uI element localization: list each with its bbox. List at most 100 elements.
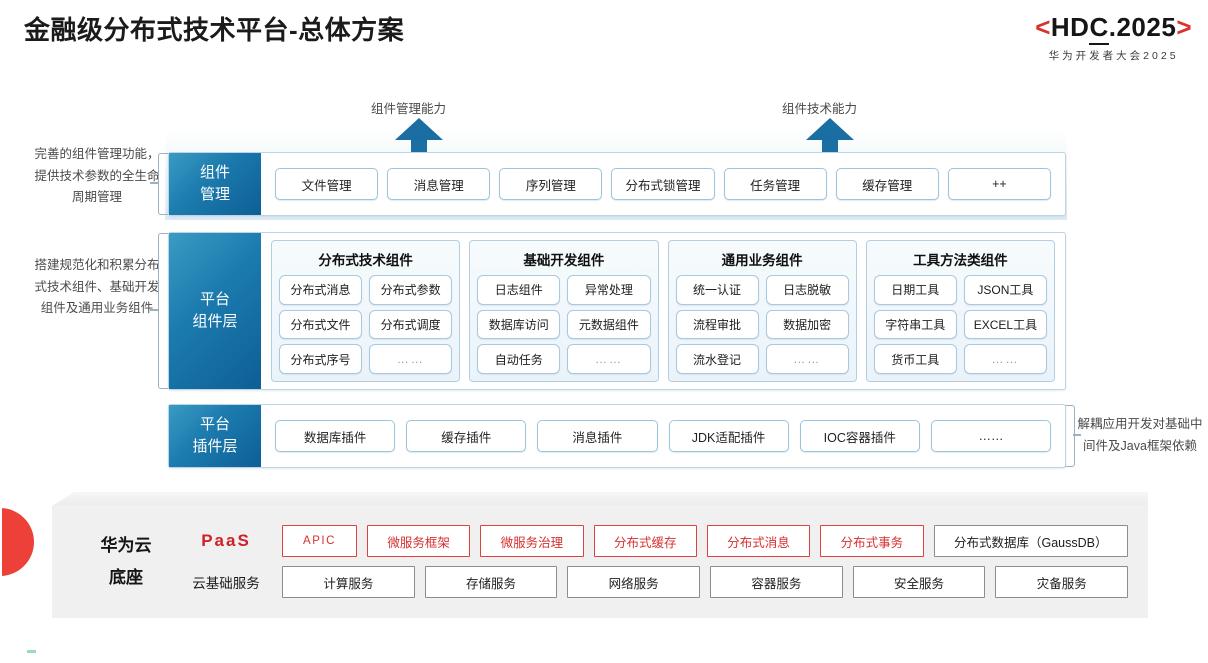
cell-currency-tool[interactable]: 货币工具 — [873, 344, 957, 374]
layer-label-line2: 插件层 — [192, 438, 238, 455]
base-chip-compute-service[interactable]: 计算服务 — [282, 566, 415, 598]
cell-more-2[interactable]: …… — [567, 344, 651, 374]
hdc-logo-subtitle: 华为开发者大会2025 — [1048, 50, 1179, 62]
base-title-line2: 底座 — [109, 567, 143, 587]
chip-message-management[interactable]: 消息管理 — [387, 168, 491, 200]
page-title: 金融级分布式技术平台-总体方案 — [24, 15, 405, 45]
cell-log-component[interactable]: 日志组件 — [477, 275, 561, 305]
chip-database-plugin[interactable]: 数据库插件 — [275, 420, 396, 452]
base-chip-network-service[interactable]: 网络服务 — [567, 566, 701, 598]
layer-items-platform-plugin: 数据库插件 缓存插件 消息插件 JDK适配插件 IOC容器插件 …… — [261, 405, 1065, 467]
base-chip-distributed-transaction[interactable]: 分布式事务 — [820, 525, 924, 557]
cell-more-3[interactable]: …… — [765, 344, 849, 374]
cell-database-access[interactable]: 数据库访问 — [477, 309, 561, 340]
base-row-paas: PaaS APIC 微服务框架 微服务治理 分布式缓存 分布式消息 分布式事务 … — [180, 525, 1128, 557]
group-distributed-tech-components: 分布式技术组件 分布式消息 分布式参数 分布式文件 分布式调度 分布式序号 …… — [271, 240, 461, 382]
layer-component-management: 组件 管理 文件管理 消息管理 序列管理 分布式锁管理 任务管理 缓存管理 ++ — [168, 152, 1066, 216]
layer-label-line1: 平台 — [199, 291, 230, 309]
group-grid: 日期工具 JSON工具 字符串工具 EXCEL工具 货币工具 …… — [873, 275, 1047, 374]
base-panel-content: 华为云 底座 PaaS APIC 微服务框架 微服务治理 分布式缓存 分布式消息… — [52, 505, 1148, 618]
group-common-business-components: 通用业务组件 统一认证 日志脱敏 流程审批 数据加密 流水登记 …… — [667, 240, 857, 382]
base-chip-security-service[interactable]: 安全服务 — [852, 566, 986, 598]
base-chip-storage-service[interactable]: 存储服务 — [424, 566, 558, 598]
hdc-logo: <HDC.2025> 华为开发者大会2025 — [1035, 12, 1192, 63]
cell-excel-tool[interactable]: EXCEL工具 — [963, 309, 1047, 340]
base-chip-distributed-database[interactable]: 分布式数据库（GaussDB） — [933, 525, 1128, 557]
logo-text-year: .2025 — [1108, 12, 1177, 42]
layer-groups-platform-component: 分布式技术组件 分布式消息 分布式参数 分布式文件 分布式调度 分布式序号 ……… — [261, 233, 1065, 389]
cell-more-1[interactable]: …… — [369, 344, 453, 374]
base-title-line1: 华为云 — [100, 536, 152, 556]
chip-add-more[interactable]: ++ — [947, 168, 1051, 200]
bracket-nub-management — [150, 182, 158, 184]
group-grid: 分布式消息 分布式参数 分布式文件 分布式调度 分布式序号 …… — [279, 275, 453, 374]
base-panel — [52, 505, 1148, 618]
layer-label-line1: 平台 — [199, 416, 230, 434]
chip-sequence-management[interactable]: 序列管理 — [499, 168, 603, 200]
base-chip-microservice-framework[interactable]: 微服务框架 — [366, 525, 471, 557]
chip-more-plugins[interactable]: …… — [930, 420, 1052, 452]
cell-exception-handling[interactable]: 异常处理 — [567, 275, 651, 305]
callout-label-component-management: 组件管理能力 — [371, 102, 447, 116]
cell-log-desensitization[interactable]: 日志脱敏 — [765, 275, 849, 305]
cell-distributed-message[interactable]: 分布式消息 — [279, 275, 363, 305]
cell-transaction-record[interactable]: 流水登记 — [675, 344, 759, 374]
chip-jdk-adapter-plugin[interactable]: JDK适配插件 — [668, 420, 789, 452]
right-arc-mask — [1170, 180, 1208, 286]
base-chip-distributed-message[interactable]: 分布式消息 — [706, 525, 811, 557]
cell-distributed-sequence[interactable]: 分布式序号 — [279, 344, 363, 374]
cell-distributed-parameter[interactable]: 分布式参数 — [369, 275, 453, 305]
base-rows: PaaS APIC 微服务框架 微服务治理 分布式缓存 分布式消息 分布式事务 … — [180, 525, 1129, 598]
bracket-plugin — [1065, 405, 1075, 467]
cell-distributed-schedule[interactable]: 分布式调度 — [369, 309, 453, 340]
layer-label-component-management: 组件 管理 — [169, 153, 261, 215]
chip-task-management[interactable]: 任务管理 — [723, 168, 827, 200]
chip-cache-management[interactable]: 缓存管理 — [835, 168, 939, 200]
layer-platform-plugin: 平台 插件层 数据库插件 缓存插件 消息插件 JDK适配插件 IOC容器插件 …… — [168, 404, 1066, 468]
cell-unified-authentication[interactable]: 统一认证 — [675, 275, 759, 305]
base-row-label-infrastructure: 云基础服务 — [192, 576, 260, 591]
cell-data-encryption[interactable]: 数据加密 — [765, 309, 849, 340]
layer-label-platform-plugin: 平台 插件层 — [169, 405, 261, 467]
logo-text-hd: HD — [1050, 12, 1090, 42]
base-row-infrastructure: 云基础服务 计算服务 存储服务 网络服务 容器服务 安全服务 灾备服务 — [180, 566, 1129, 598]
group-title: 基础开发组件 — [523, 253, 605, 268]
base-chip-distributed-cache[interactable]: 分布式缓存 — [593, 525, 697, 557]
base-chip-disaster-recovery-service[interactable]: 灾备服务 — [995, 566, 1129, 598]
logo-bracket-right-icon: > — [1176, 12, 1192, 42]
chip-file-management[interactable]: 文件管理 — [275, 168, 379, 200]
bracket-management — [158, 153, 168, 215]
layer-platform-component: 平台 组件层 分布式技术组件 分布式消息 分布式参数 分布式文件 分布式调度 分… — [168, 232, 1066, 390]
left-red-wedge-mask — [0, 500, 2, 586]
cell-date-tool[interactable]: 日期工具 — [873, 275, 957, 305]
note-plugin-layer: 解耦应用开发对基础中间件及Java框架依赖 — [1077, 417, 1203, 453]
note-component-management: 完善的组件管理功能，提供技术参数的全生命周期管理 — [34, 147, 160, 204]
bracket-component — [158, 233, 168, 389]
cell-metadata-component[interactable]: 元数据组件 — [567, 309, 651, 340]
bracket-nub-component — [150, 309, 158, 311]
chip-distributed-lock-management[interactable]: 分布式锁管理 — [611, 168, 715, 200]
base-chip-container-service[interactable]: 容器服务 — [710, 566, 843, 598]
group-basic-development-components: 基础开发组件 日志组件 异常处理 数据库访问 元数据组件 自动任务 …… — [469, 240, 659, 382]
cell-distributed-file[interactable]: 分布式文件 — [279, 309, 363, 340]
cell-automated-task[interactable]: 自动任务 — [477, 344, 561, 374]
chip-cache-plugin[interactable]: 缓存插件 — [406, 420, 527, 452]
group-title: 工具方法类组件 — [913, 253, 1008, 268]
chip-message-plugin[interactable]: 消息插件 — [537, 420, 658, 452]
cell-string-tool[interactable]: 字符串工具 — [873, 309, 957, 340]
layer-label-platform-component: 平台 组件层 — [169, 233, 261, 389]
cell-json-tool[interactable]: JSON工具 — [963, 275, 1047, 305]
base-title: 华为云 底座 — [72, 530, 180, 593]
cell-process-approval[interactable]: 流程审批 — [675, 309, 759, 340]
left-red-wedge-decoration — [0, 508, 34, 576]
base-chip-microservice-governance[interactable]: 微服务治理 — [480, 525, 584, 557]
base-chip-apic[interactable]: APIC — [282, 525, 357, 557]
bracket-nub-plugin — [1073, 434, 1081, 436]
logo-text-c: C — [1089, 12, 1109, 45]
group-grid: 日志组件 异常处理 数据库访问 元数据组件 自动任务 …… — [477, 275, 651, 374]
cell-more-4[interactable]: …… — [963, 344, 1047, 374]
chip-ioc-container-plugin[interactable]: IOC容器插件 — [799, 420, 920, 452]
group-tool-method-components: 工具方法类组件 日期工具 JSON工具 字符串工具 EXCEL工具 货币工具 …… — [865, 240, 1055, 382]
layer-label-line2: 管理 — [199, 186, 230, 203]
